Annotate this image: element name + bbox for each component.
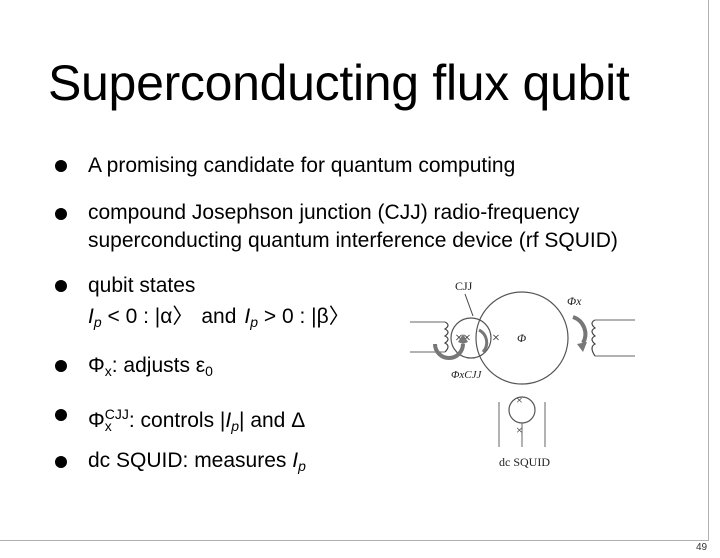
cjj-label: CJJ	[455, 279, 473, 293]
current-sub: p	[298, 458, 306, 474]
page-number: 49	[696, 542, 708, 553]
bullet-2-line-1: compound Josephson junction (CJJ) radio-…	[88, 201, 580, 224]
bullet-4-text: Φx: adjusts ε0	[88, 352, 213, 385]
bullet-dot	[55, 409, 67, 421]
phi-symbol: Φ	[88, 409, 105, 432]
bullet-dot	[55, 160, 67, 172]
current-var: I	[244, 305, 251, 328]
phi-sup: CJJ	[104, 406, 129, 422]
bullet-dot	[55, 280, 67, 292]
left-flux-arrow-icon	[433, 343, 465, 360]
bullet-dot	[55, 456, 67, 468]
dc-squid-label: dc SQUID	[499, 455, 550, 469]
slide-title: Superconducting flux qubit	[48, 55, 630, 111]
junction-cross-icon: ×	[463, 331, 471, 346]
cjj-loop	[450, 317, 492, 359]
current-sub: p	[250, 314, 259, 330]
current-var: I	[225, 409, 232, 432]
phi-cjj-label: ΦxCJJ	[451, 369, 482, 381]
bullet-6-text: dc SQUID: measures Ip	[88, 447, 306, 480]
arrowhead-icon	[577, 342, 587, 352]
bullet-6-desc: dc SQUID: measures	[88, 449, 293, 472]
epsilon-sub: 0	[205, 363, 213, 379]
bullet-dot	[55, 360, 67, 372]
bullet-3-line-2: Ip < 0 : |α〉 and Ip > 0 : |β〉	[88, 303, 350, 336]
junction-cross-icon: ×	[516, 393, 523, 407]
bullet-4-desc: : adjusts ε	[111, 354, 206, 377]
right-flux-arrow-icon	[572, 315, 588, 344]
bullet-5-desc: : controls |	[128, 409, 226, 432]
rf-squid-circuit-diagram: × × × × × CJJ Φx Φ ΦxCJJ dc SQUID	[410, 279, 635, 469]
current-sub: p	[231, 418, 240, 434]
and-word: and	[201, 305, 237, 328]
state-alpha: < 0 : |α〉	[101, 305, 194, 328]
bullet-5-text: ΦxCJJ: controls |Ip| and Δ	[88, 400, 305, 440]
phi-sub: x	[104, 418, 112, 434]
phi-x-label: Φx	[567, 294, 582, 308]
phi-label: Φ	[517, 331, 526, 345]
right-coil-icon	[591, 319, 597, 357]
junction-cross-icon: ×	[516, 423, 523, 437]
phi-symbol: Φ	[88, 354, 105, 377]
current-sub: p	[93, 314, 102, 330]
current-var: I	[292, 449, 299, 472]
junction-cross-icon: ×	[492, 331, 500, 346]
bullet-1-text: A promising candidate for quantum comput…	[88, 154, 516, 177]
bullet-dot	[55, 208, 67, 220]
junction-cross-icon: ×	[455, 331, 463, 346]
bullet-2-line-2: superconducting quantum interference dev…	[88, 229, 618, 252]
main-loop	[475, 291, 569, 385]
cjj-flux-arrow-icon	[478, 328, 489, 354]
arrowhead-icon	[458, 334, 468, 344]
bullet-3-line-1: qubit states	[88, 274, 196, 297]
phi-sub: x	[104, 363, 112, 379]
current-var: I	[88, 305, 94, 328]
left-coil-icon	[443, 321, 449, 353]
bullet-5-desc-end: | and Δ	[239, 409, 306, 432]
state-beta: > 0 : |β〉	[258, 305, 350, 328]
label-pointer	[464, 293, 474, 317]
slide: Superconducting flux qubit A promising c…	[0, 0, 709, 541]
